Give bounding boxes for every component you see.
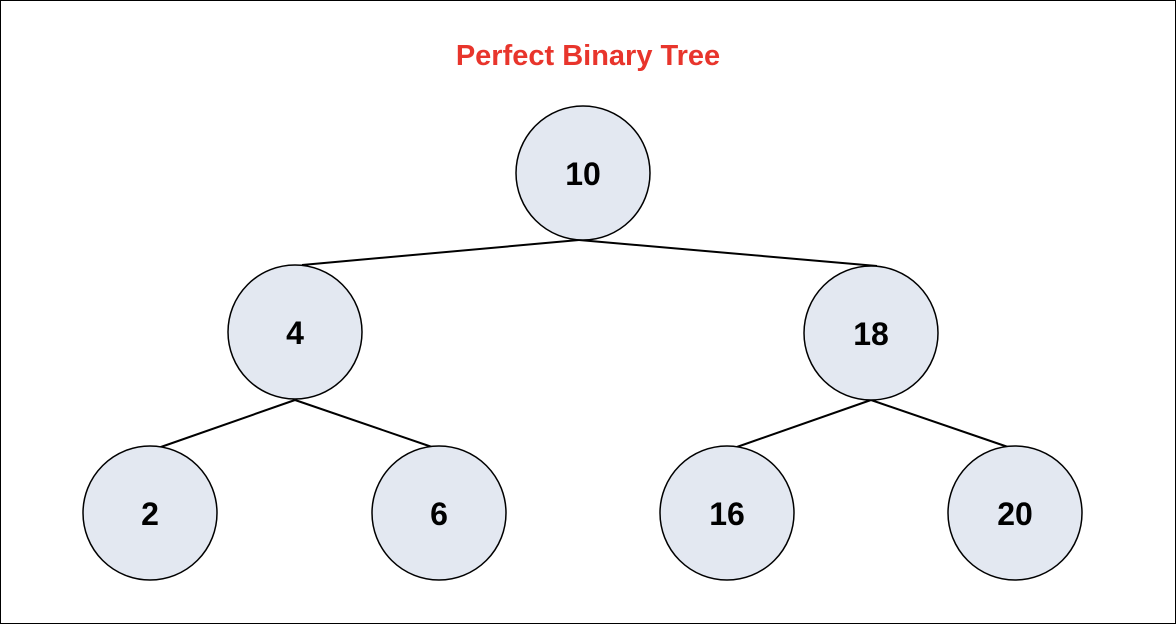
node-label: 6: [430, 496, 448, 532]
edge-n18-n16: [733, 399, 872, 449]
node-circle: [659, 445, 795, 581]
tree-node-6: 6: [371, 445, 507, 581]
tree-node-20: 20: [947, 445, 1083, 581]
node-circle: [803, 265, 939, 401]
node-circle: [515, 105, 651, 241]
node-circle: [947, 445, 1083, 581]
edge-n10-n4: [301, 239, 580, 266]
edge-n4-n2: [157, 399, 296, 449]
edge-n10-n18: [578, 239, 878, 267]
tree-node-16: 16: [659, 445, 795, 581]
edge-n18-n20: [870, 399, 1009, 448]
node-label: 2: [141, 496, 159, 532]
node-label: 4: [286, 315, 304, 351]
edges-layer: [157, 239, 1009, 449]
tree-node-18: 18: [803, 265, 939, 401]
node-circle: [371, 445, 507, 581]
edge-n4-n6: [294, 399, 433, 448]
nodes-layer: 10 4 18 2 6 16 20: [82, 105, 1083, 581]
tree-node-4: 4: [227, 264, 363, 400]
tree-node-2: 2: [82, 445, 218, 581]
diagram-title: Perfect Binary Tree: [455, 40, 721, 72]
node-label: 18: [853, 316, 889, 352]
node-label: 16: [709, 496, 745, 532]
tree-node-10: 10: [515, 105, 651, 241]
node-circle: [82, 445, 218, 581]
node-circle: [227, 264, 363, 400]
node-label: 20: [997, 496, 1033, 532]
node-label: 10: [565, 156, 601, 192]
